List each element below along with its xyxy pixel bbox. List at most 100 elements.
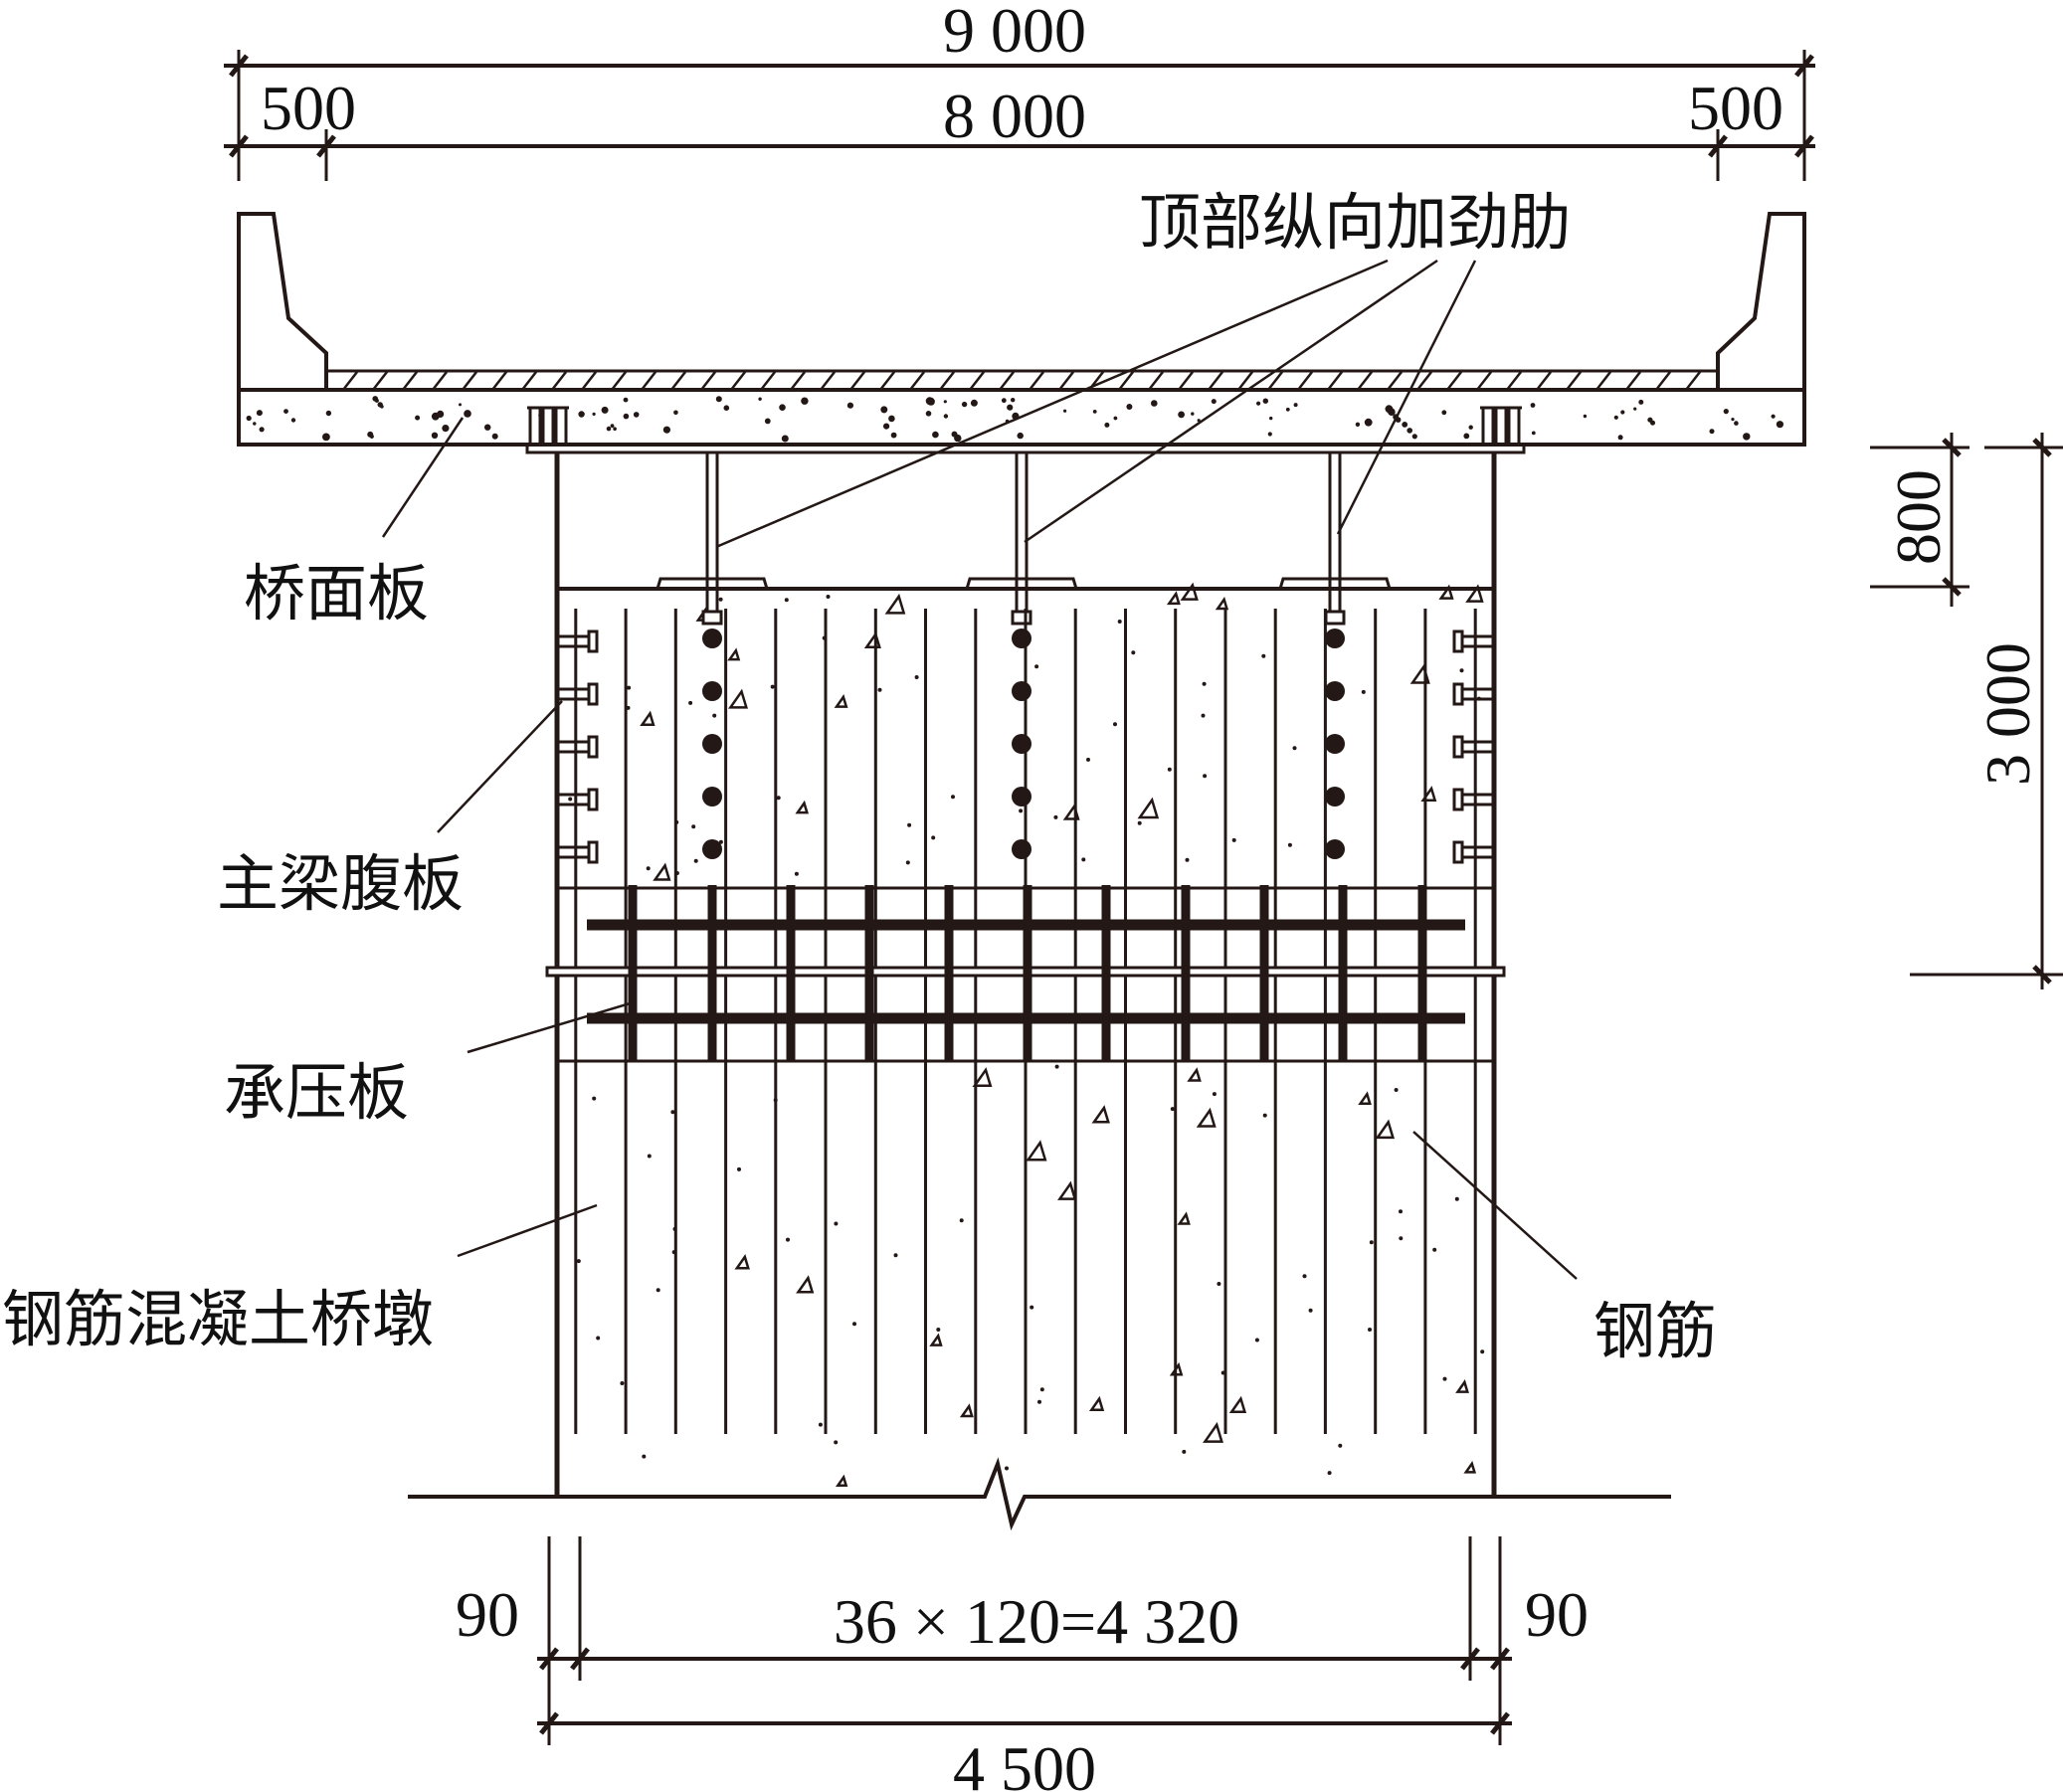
concrete-aggregate-triangle xyxy=(1465,584,1484,603)
concrete-aggregate-dot xyxy=(943,400,947,404)
concrete-aggregate-dot xyxy=(1723,409,1729,415)
concrete-aggregate-dot xyxy=(633,412,640,418)
dim-text-500-left: 500 xyxy=(261,73,356,143)
top-longitudinal-stiffeners xyxy=(656,450,1392,626)
concrete-aggregate-triangle xyxy=(1026,1140,1047,1162)
concrete-aggregate-dot xyxy=(914,675,919,679)
stiffener-base-plate xyxy=(965,577,1078,590)
concrete-aggregate-dot xyxy=(1617,435,1623,441)
concrete-aggregate-dot xyxy=(781,435,789,443)
concrete-aggregate-dot xyxy=(1583,414,1588,419)
concrete-aggregate-dot xyxy=(1530,403,1536,408)
label-rc-pier: 钢筋混凝土桥墩 xyxy=(2,1283,434,1355)
concrete-aggregate-dot xyxy=(1613,415,1618,420)
hatch-stroke xyxy=(1148,371,1164,391)
concrete-aggregate-dot xyxy=(1019,808,1024,813)
concrete-aggregate-dot xyxy=(1201,713,1206,718)
shear-stud-head-left xyxy=(587,629,599,653)
concrete-aggregate-dot xyxy=(970,399,978,407)
hatch-stroke xyxy=(999,371,1015,391)
shear-stud-left xyxy=(557,687,589,701)
concrete-aggregate-dot xyxy=(1202,681,1207,686)
concrete-aggregate-dot xyxy=(723,405,730,412)
leader-rc-pier xyxy=(457,1203,598,1258)
bolt-dot xyxy=(1012,734,1032,754)
bolt-dot xyxy=(1012,839,1032,859)
concrete-aggregate-dot xyxy=(801,397,809,405)
concrete-aggregate-dot xyxy=(943,414,949,419)
hatch-stroke xyxy=(641,371,656,391)
concrete-aggregate-dot xyxy=(647,1154,652,1159)
concrete-aggregate-dot xyxy=(888,415,895,423)
shear-stud-right xyxy=(1462,740,1494,754)
concrete-aggregate-dot xyxy=(1137,820,1142,825)
shear-connectors-left xyxy=(527,406,569,447)
label-top-stiffener: 顶部纵向加劲肋 xyxy=(1139,186,1571,259)
dim-text-rebar-spacing: 36 × 120=4 320 xyxy=(834,1586,1239,1657)
right-dimension-chain xyxy=(1870,433,2063,989)
concrete-aggregate-dot xyxy=(656,1288,660,1293)
stiffener-nut xyxy=(1324,610,1346,626)
bolt-dot xyxy=(1012,628,1032,648)
concrete-aggregate-dot xyxy=(1011,398,1016,403)
hatch-stroke xyxy=(969,371,985,391)
shear-stud-head-left xyxy=(587,788,599,811)
concrete-aggregate-triangle xyxy=(1358,1091,1372,1105)
hatch-stroke xyxy=(1655,371,1671,391)
concrete-aggregate-triangle xyxy=(1091,1105,1110,1124)
hatch-stroke xyxy=(402,371,418,391)
shear-stud-right xyxy=(1462,634,1494,648)
concrete-aggregate-dot xyxy=(431,432,439,439)
concrete-aggregate-dot xyxy=(1327,1471,1332,1476)
dim-text-3000: 3 000 xyxy=(1972,642,2043,786)
concrete-aggregate-dot xyxy=(623,413,630,420)
hatch-stroke xyxy=(1625,371,1641,391)
shear-stud-head-right xyxy=(1452,735,1464,759)
hatch-stroke xyxy=(1357,371,1373,391)
concrete-aggregate-dot xyxy=(1001,398,1007,404)
label-deck-slab: 桥面板 xyxy=(244,557,429,629)
concrete-aggregate-dot xyxy=(1182,1449,1187,1454)
concrete-aggregate-dot xyxy=(613,427,617,432)
concrete-aggregate-dot xyxy=(1203,774,1208,779)
concrete-aggregate-dot xyxy=(1086,757,1090,762)
concrete-aggregate-dot xyxy=(1261,653,1266,658)
hatch-stroke xyxy=(551,371,567,391)
hatch-stroke xyxy=(879,371,895,391)
hatch-stroke xyxy=(1237,371,1253,391)
concrete-aggregate-dot xyxy=(1167,767,1172,772)
concrete-aggregate-dot xyxy=(1338,1443,1343,1448)
hatch-stroke xyxy=(491,371,507,391)
concrete-aggregate-dot xyxy=(1256,401,1261,406)
concrete-aggregate-dot xyxy=(380,405,384,409)
concrete-aggregate-dot xyxy=(1211,399,1217,405)
bearing-rebar-grid xyxy=(545,885,1506,1063)
concrete-aggregate-dot xyxy=(1212,1092,1217,1097)
concrete-aggregate-dot xyxy=(437,410,445,418)
concrete-aggregate-dot xyxy=(961,401,968,408)
concrete-aggregate-dot xyxy=(794,871,799,876)
concrete-aggregate-dot xyxy=(1034,664,1039,669)
concrete-aggregate-dot xyxy=(592,412,596,416)
right-parapet xyxy=(1716,212,1806,390)
hatch-stroke xyxy=(1685,371,1701,391)
concrete-aggregate-dot xyxy=(1302,1274,1307,1279)
concrete-aggregate-dot xyxy=(1731,418,1735,422)
concrete-aggregate-dot xyxy=(670,1110,675,1115)
web-shear-studs xyxy=(557,629,1494,864)
bolt-dot xyxy=(702,734,722,754)
concrete-aggregate-triangle xyxy=(727,688,748,709)
concrete-aggregate-triangle xyxy=(884,593,906,615)
shear-stud-left xyxy=(557,845,589,859)
concrete-aggregate-dot xyxy=(1053,814,1058,819)
shear-stud-right xyxy=(1462,793,1494,806)
concrete-aggregate-dot xyxy=(1292,746,1297,751)
hatch-stroke xyxy=(1297,371,1313,391)
concrete-aggregate-dot xyxy=(646,866,651,871)
shear-stud-left xyxy=(557,793,589,806)
leader-stiffener-1 xyxy=(715,259,1389,549)
shear-stud-head-left xyxy=(587,735,599,759)
concrete-aggregate-dot xyxy=(610,424,615,429)
concrete-aggregate-dot xyxy=(1432,1247,1437,1252)
